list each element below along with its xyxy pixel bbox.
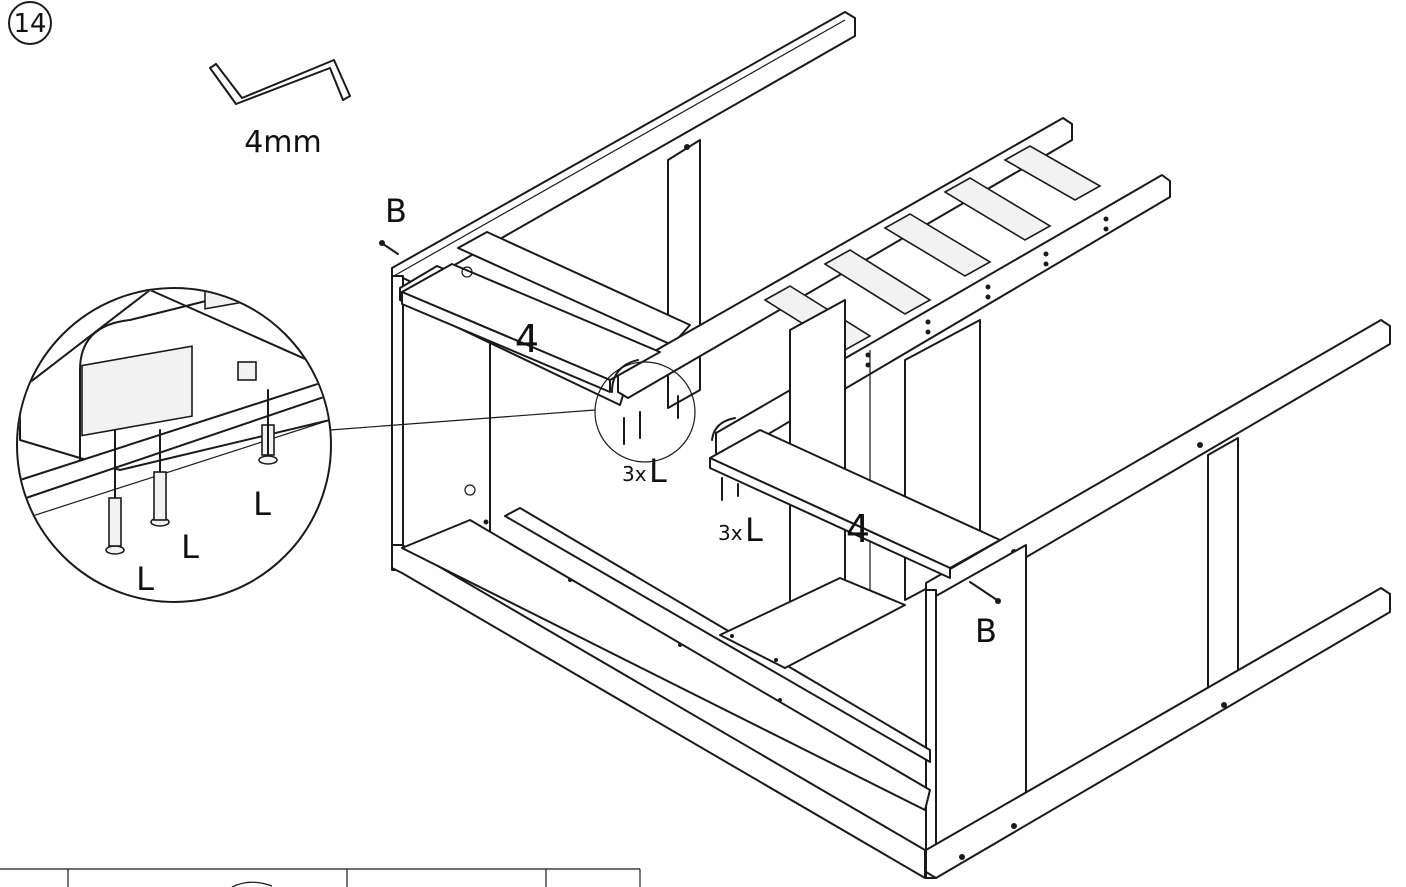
right-end-panel <box>925 437 1239 879</box>
qty-left-count: 3x <box>622 462 647 486</box>
screw-icon <box>231 881 273 887</box>
tool-size-label: 4mm <box>244 125 322 160</box>
step-badge: 14 <box>8 1 52 45</box>
bottom-slat <box>504 507 931 763</box>
qty-right-count: 3x <box>718 521 743 545</box>
qty-right-label: 3x L <box>718 511 763 549</box>
left-shelf-part <box>401 263 661 393</box>
screw-b-top-icon <box>379 240 399 255</box>
detail-label-l3: L <box>253 485 271 523</box>
bottom-front-rail <box>391 519 931 879</box>
label-part-left: 4 <box>515 317 539 361</box>
detail-label-l1: L <box>136 560 154 598</box>
l-screws-right-icon <box>721 477 739 501</box>
step-number: 14 <box>13 9 46 39</box>
right-shelf-part <box>709 417 1001 579</box>
label-part-right: 4 <box>846 507 870 551</box>
top-back-rail <box>391 11 856 296</box>
label-screw-b-top: B <box>385 192 407 230</box>
parts-table-fragment <box>0 868 641 887</box>
cam-hole-icon <box>464 484 476 496</box>
screw-b-right-icon <box>969 581 1001 604</box>
qty-right-part: L <box>745 511 763 549</box>
label-screw-b-right: B <box>975 612 997 650</box>
l-screws-left-icon <box>623 395 679 445</box>
cam-hole-icon <box>461 266 473 278</box>
allen-key-icon <box>209 59 351 105</box>
qty-left-label: 3x L <box>622 452 667 490</box>
detail-label-l2: L <box>181 528 199 566</box>
detail-zoom-circle <box>16 287 332 603</box>
detail-callout: L L L <box>16 287 696 603</box>
